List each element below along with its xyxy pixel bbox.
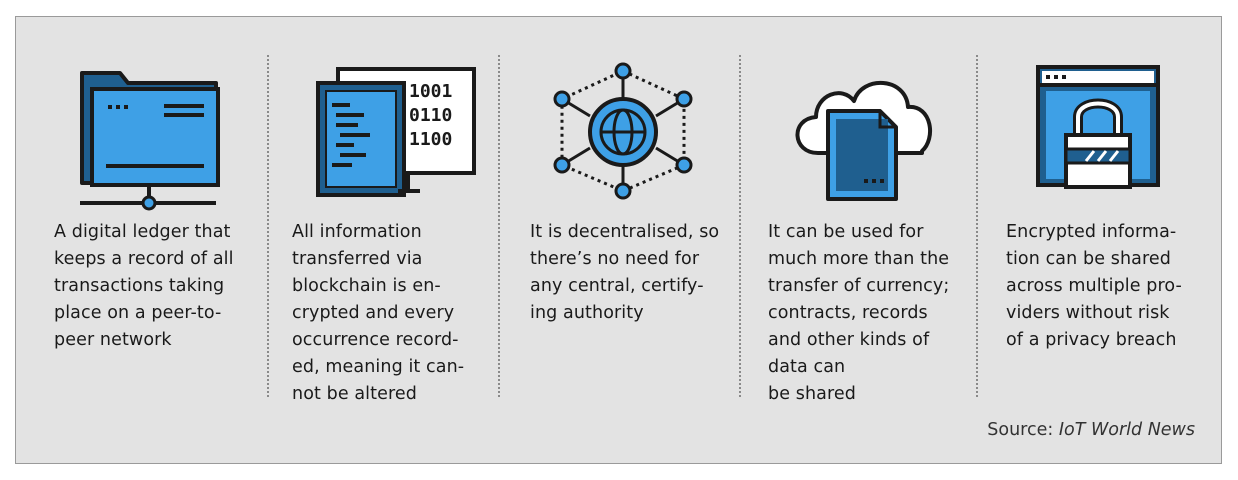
- padlock-window-icon: [968, 61, 1204, 211]
- source-credit: Source: IoT World News: [987, 420, 1195, 440]
- dotted-divider: [739, 55, 741, 397]
- binary-row: 0110: [409, 105, 452, 126]
- infographic-panel: A digital ledger that keeps a record of …: [15, 16, 1222, 464]
- column-text: It is decentralised, so there’s no need …: [530, 222, 720, 323]
- column-text: All information transferred via blockcha…: [292, 222, 465, 404]
- cloud-document-icon: [730, 61, 966, 211]
- binary-monitor-icon: 1001 0110 1100: [254, 61, 490, 211]
- binary-row: 1100: [409, 129, 452, 150]
- source-name: IoT World News: [1058, 420, 1195, 440]
- column-text: A digital ledger that keeps a record of …: [54, 222, 234, 350]
- network-folder-icon: [16, 61, 252, 211]
- dotted-divider: [267, 55, 269, 397]
- column-decentralised: It is decentralised, so there’s no need …: [492, 17, 728, 465]
- decentralised-network-icon: [492, 61, 728, 211]
- column-encryption: 1001 0110 1100 All information transferr…: [254, 17, 490, 465]
- column-uses: It can be used for much more than the tr…: [730, 17, 966, 465]
- column-privacy: Encrypted informa- tion can be shared ac…: [968, 17, 1204, 465]
- column-text: Encrypted informa- tion can be shared ac…: [1006, 222, 1182, 350]
- dotted-divider: [498, 55, 500, 397]
- binary-row: 1001: [409, 81, 452, 102]
- column-text: It can be used for much more than the tr…: [768, 222, 950, 404]
- column-ledger: A digital ledger that keeps a record of …: [16, 17, 252, 465]
- source-label: Source:: [987, 420, 1054, 440]
- dotted-divider: [976, 55, 978, 397]
